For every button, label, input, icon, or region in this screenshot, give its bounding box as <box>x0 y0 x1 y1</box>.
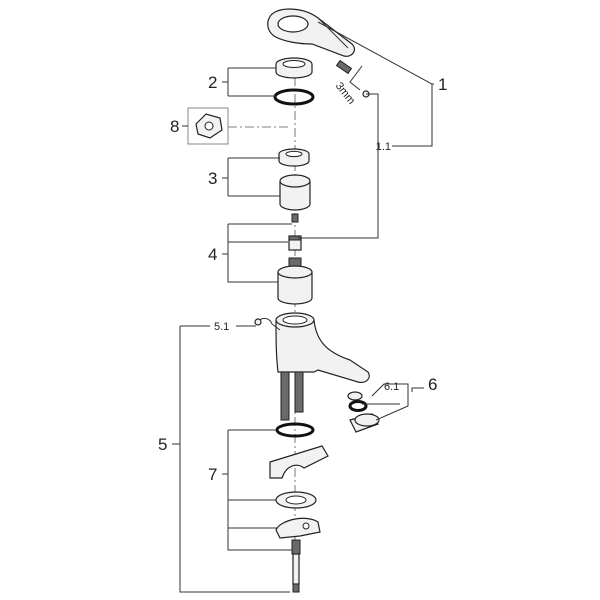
horseshoe-plate <box>275 517 321 539</box>
supply-hose-left <box>280 371 290 421</box>
label-8: 8 <box>170 117 179 136</box>
label-5-1: 5.1 <box>214 321 229 333</box>
supply-hose-right <box>294 371 304 413</box>
sleeve <box>279 174 311 211</box>
label-1: 1 <box>438 75 447 94</box>
allen-key-icon <box>349 65 363 91</box>
o-ring-7 <box>275 422 315 438</box>
o-ring-2 <box>273 88 315 106</box>
hex-nut <box>278 148 310 167</box>
support-washer <box>275 491 317 509</box>
fixing-stud <box>291 539 301 593</box>
leader-lines <box>172 21 434 593</box>
spindle-adapter <box>288 235 302 251</box>
cartridge <box>277 257 313 305</box>
small-screw <box>291 213 299 223</box>
tap-body <box>275 312 370 421</box>
allen-key-size: 3mm <box>333 80 358 107</box>
assembly-tool <box>187 107 229 145</box>
lever-handle <box>267 8 356 57</box>
label-3: 3 <box>208 169 217 188</box>
label-6: 6 <box>428 375 437 394</box>
lift-rod <box>254 317 281 331</box>
label-7: 7 <box>208 465 217 484</box>
aerator-washer <box>347 391 368 412</box>
cap-nut <box>275 57 313 79</box>
aerator <box>349 413 380 433</box>
label-5: 5 <box>158 435 167 454</box>
label-6-1: 6.1 <box>384 381 399 393</box>
label-1-1: 1.1 <box>376 141 391 153</box>
label-2: 2 <box>208 73 217 92</box>
label-4: 4 <box>208 245 217 264</box>
mounting-gasket <box>269 445 329 479</box>
